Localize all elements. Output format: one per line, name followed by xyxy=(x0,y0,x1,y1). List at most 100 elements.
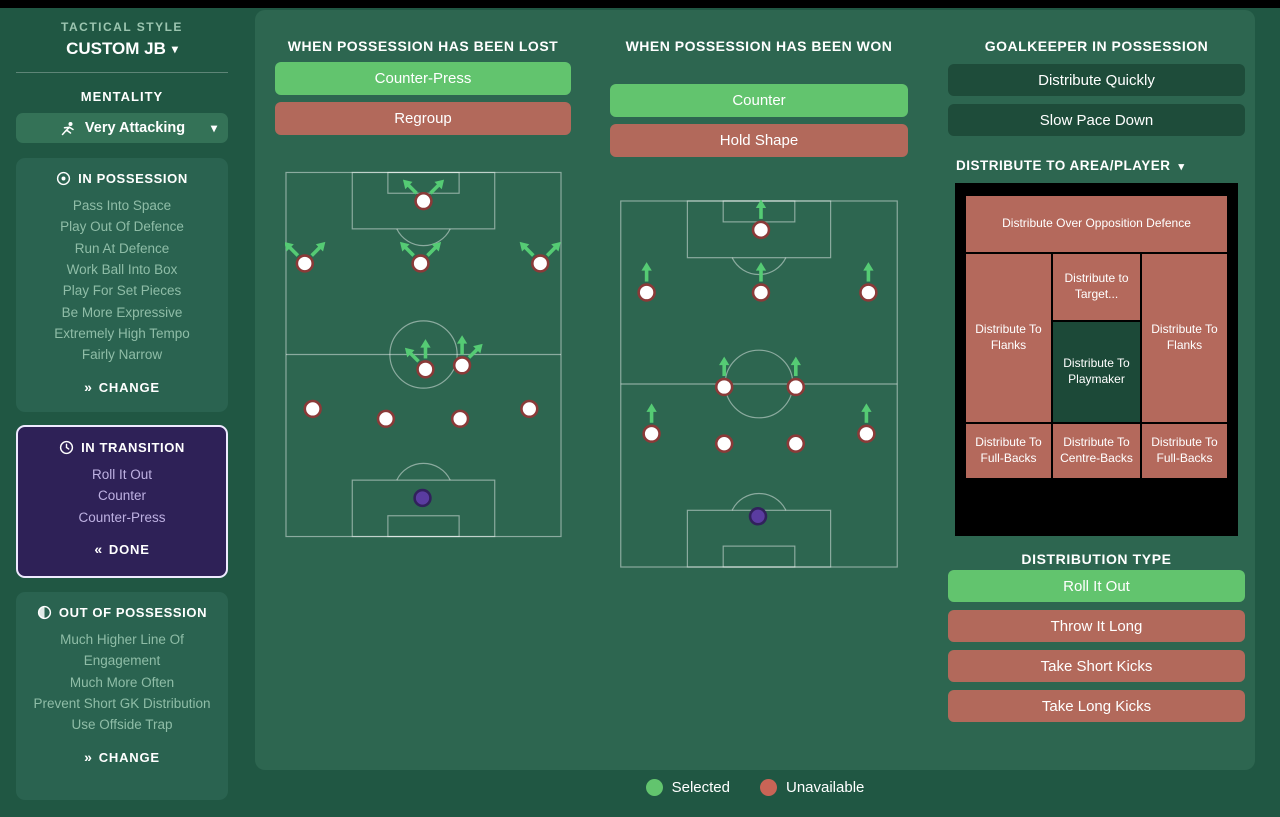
clock-icon xyxy=(59,440,74,455)
instruction-item: Counter-Press xyxy=(78,509,166,525)
run-arrow-icon xyxy=(545,241,561,257)
mentality-dropdown[interactable]: Very Attacking ▾ xyxy=(16,113,228,143)
instruction-item: Extremely High Tempo xyxy=(54,325,190,341)
option-distribute-quickly[interactable]: Distribute Quickly xyxy=(948,64,1245,96)
player-marker xyxy=(520,399,539,419)
run-arrow-icon xyxy=(310,241,326,257)
run-arrow-icon xyxy=(755,200,767,219)
double-chevron-right-icon: » xyxy=(84,748,93,765)
player-marker xyxy=(637,283,656,302)
instruction-item: Much Higher Line Of Engagement xyxy=(60,632,184,669)
in-possession-change-button[interactable]: »CHANGE xyxy=(84,378,160,395)
sidebar-divider xyxy=(16,72,228,73)
possession-won-title: WHEN POSSESSION HAS BEEN WON xyxy=(625,38,893,54)
possession-lost-title: WHEN POSSESSION HAS BEEN LOST xyxy=(287,38,559,54)
zone-distribute-to-target[interactable]: Distribute to Target... xyxy=(1053,254,1140,320)
run-arrow-icon xyxy=(861,403,872,423)
zone-distribute-to-full-backs-right[interactable]: Distribute To Full-Backs xyxy=(1142,424,1227,478)
player-marker xyxy=(714,434,734,453)
player-marker xyxy=(411,254,430,273)
option-regroup[interactable]: Regroup xyxy=(275,102,571,135)
player-marker xyxy=(714,377,734,397)
pitch-possession-won xyxy=(620,200,898,568)
distribution-type-title: DISTRIBUTION TYPE xyxy=(1021,551,1172,567)
zone-distribute-over-opposition-defence[interactable]: Distribute Over Opposition Defence xyxy=(966,196,1227,252)
ball-icon xyxy=(56,171,71,186)
instruction-item: Use Offside Trap xyxy=(71,717,173,733)
instruction-item: Play For Set Pieces xyxy=(62,283,182,299)
option-take-long-kicks[interactable]: Take Long Kicks xyxy=(948,690,1245,722)
player-marker xyxy=(642,424,661,443)
run-arrow-icon xyxy=(429,179,445,195)
player-marker xyxy=(751,283,771,302)
zone-distribute-to-centre-backs[interactable]: Distribute To Centre-Backs xyxy=(1053,424,1140,478)
run-arrow-icon xyxy=(790,356,801,377)
legend-selected: Selected xyxy=(645,779,730,796)
pitch-possession-lost xyxy=(285,171,562,538)
in-transition-detail-panel: WHEN POSSESSION HAS BEEN LOST Counter-Pr… xyxy=(255,10,1255,770)
player-marker xyxy=(786,377,806,397)
run-arrow-icon xyxy=(646,403,657,423)
player-marker xyxy=(859,283,878,302)
option-throw-it-long[interactable]: Throw It Long xyxy=(948,610,1245,642)
out-of-possession-change-button[interactable]: »CHANGE xyxy=(84,748,160,765)
run-arrow-icon xyxy=(399,241,415,257)
player-marker xyxy=(450,409,470,429)
goalkeeper-column: GOALKEEPER IN POSSESSION Distribute Quic… xyxy=(948,10,1245,770)
goalkeeper-title: GOALKEEPER IN POSSESSION xyxy=(984,38,1209,54)
in-transition-panel: IN TRANSITION Roll It Out Counter Counte… xyxy=(16,425,228,578)
instruction-item: Play Out Of Defence xyxy=(60,219,184,235)
player-marker xyxy=(295,254,314,273)
mentality-value: Very Attacking xyxy=(84,120,186,136)
option-slow-pace-down[interactable]: Slow Pace Down xyxy=(948,104,1245,136)
player-marker xyxy=(303,399,322,419)
distribute-area-dropdown[interactable]: DISTRIBUTE TO AREA/PLAYER▾ xyxy=(956,158,1185,173)
mentality-label: MENTALITY xyxy=(80,89,164,104)
in-transition-done-button[interactable]: «DONE xyxy=(94,540,150,557)
option-counter-press[interactable]: Counter-Press xyxy=(275,62,571,95)
mentality-attacking-icon xyxy=(59,121,77,136)
in-possession-header: IN POSSESSION xyxy=(26,171,218,186)
run-arrow-icon xyxy=(863,262,874,282)
zone-distribute-to-flanks-left[interactable]: Distribute To Flanks xyxy=(966,254,1051,422)
run-arrow-icon xyxy=(755,262,767,282)
instruction-item: Run At Defence xyxy=(74,240,170,256)
run-arrow-icon xyxy=(456,335,468,355)
instruction-item: Fairly Narrow xyxy=(81,347,163,363)
zone-distribute-to-flanks-right[interactable]: Distribute To Flanks xyxy=(1142,254,1227,422)
option-roll-it-out[interactable]: Roll It Out xyxy=(948,570,1245,602)
chevron-down-icon: ▾ xyxy=(210,121,217,135)
double-chevron-right-icon: » xyxy=(84,378,93,395)
instruction-item: Pass Into Space xyxy=(72,198,172,213)
tactical-style-dropdown[interactable]: CUSTOM JB▾ xyxy=(16,39,228,59)
in-possession-panel: IN POSSESSION Pass Into Space Play Out O… xyxy=(16,158,228,412)
option-take-short-kicks[interactable]: Take Short Kicks xyxy=(948,650,1245,682)
zone-distribute-to-full-backs-left[interactable]: Distribute To Full-Backs xyxy=(966,424,1051,478)
sidebar: TACTICAL STYLE CUSTOM JB▾ MENTALITY Very… xyxy=(16,8,228,800)
option-counter[interactable]: Counter xyxy=(610,84,908,117)
zone-distribute-to-playmaker[interactable]: Distribute To Playmaker xyxy=(1053,322,1140,422)
goalkeeper-marker xyxy=(748,507,768,526)
player-marker xyxy=(786,434,806,453)
unavailable-dot-icon xyxy=(759,779,777,796)
chevron-down-icon: ▾ xyxy=(1178,161,1185,173)
run-arrow-icon xyxy=(719,356,730,377)
run-arrow-icon xyxy=(641,262,652,282)
option-hold-shape[interactable]: Hold Shape xyxy=(610,124,908,157)
out-of-possession-panel: OUT OF POSSESSION Much Higher Line Of En… xyxy=(16,592,228,800)
double-chevron-left-icon: « xyxy=(94,540,103,557)
run-arrow-icon xyxy=(402,179,418,195)
run-arrow-icon xyxy=(467,343,483,359)
chevron-down-icon: ▾ xyxy=(171,42,178,56)
distribution-zone-map: Distribute Over Opposition Defence Distr… xyxy=(954,182,1239,537)
player-marker xyxy=(857,424,876,443)
pitch-lines xyxy=(285,171,562,538)
selected-dot-icon xyxy=(645,779,663,796)
instruction-item: Counter xyxy=(97,488,147,504)
run-arrow-icon xyxy=(404,347,420,363)
run-arrow-icon xyxy=(426,241,442,257)
possession-won-column: WHEN POSSESSION HAS BEEN WON Counter Hol… xyxy=(610,10,908,770)
tactical-style-label: TACTICAL STYLE xyxy=(61,20,183,34)
player-marker xyxy=(416,360,435,379)
player-marker xyxy=(452,356,472,375)
